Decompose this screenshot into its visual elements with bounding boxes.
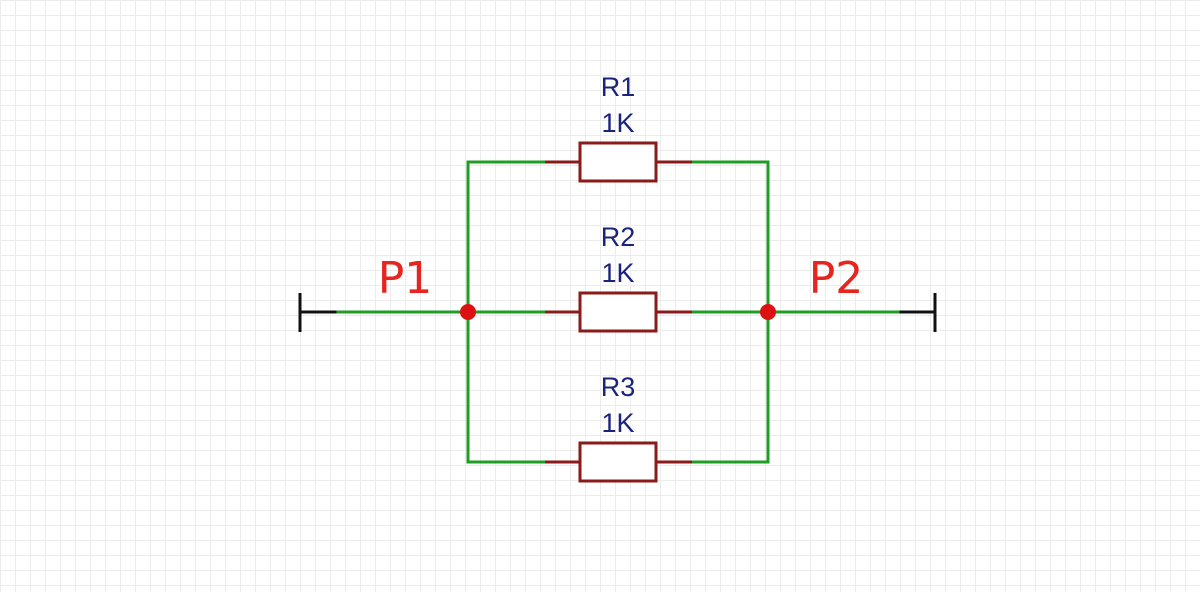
resistor-r3[interactable] [545, 441, 692, 483]
junction-right [760, 304, 776, 320]
r1-value-label: 1K [601, 108, 634, 138]
r2-ref-label: R2 [601, 222, 636, 252]
r1-ref-label: R1 [601, 72, 636, 102]
resistor-r2[interactable] [545, 291, 692, 333]
port-p2-label: P2 [809, 253, 864, 304]
port-p1-label: P1 [378, 253, 433, 304]
r3-ref-label: R3 [601, 372, 636, 402]
r2-value-label: 1K [601, 258, 634, 288]
terminal-p1 [298, 293, 338, 332]
resistor-r1[interactable] [545, 141, 692, 183]
r3-value-label: 1K [601, 408, 634, 438]
terminal-p2 [898, 293, 937, 332]
junction-left [460, 304, 476, 320]
